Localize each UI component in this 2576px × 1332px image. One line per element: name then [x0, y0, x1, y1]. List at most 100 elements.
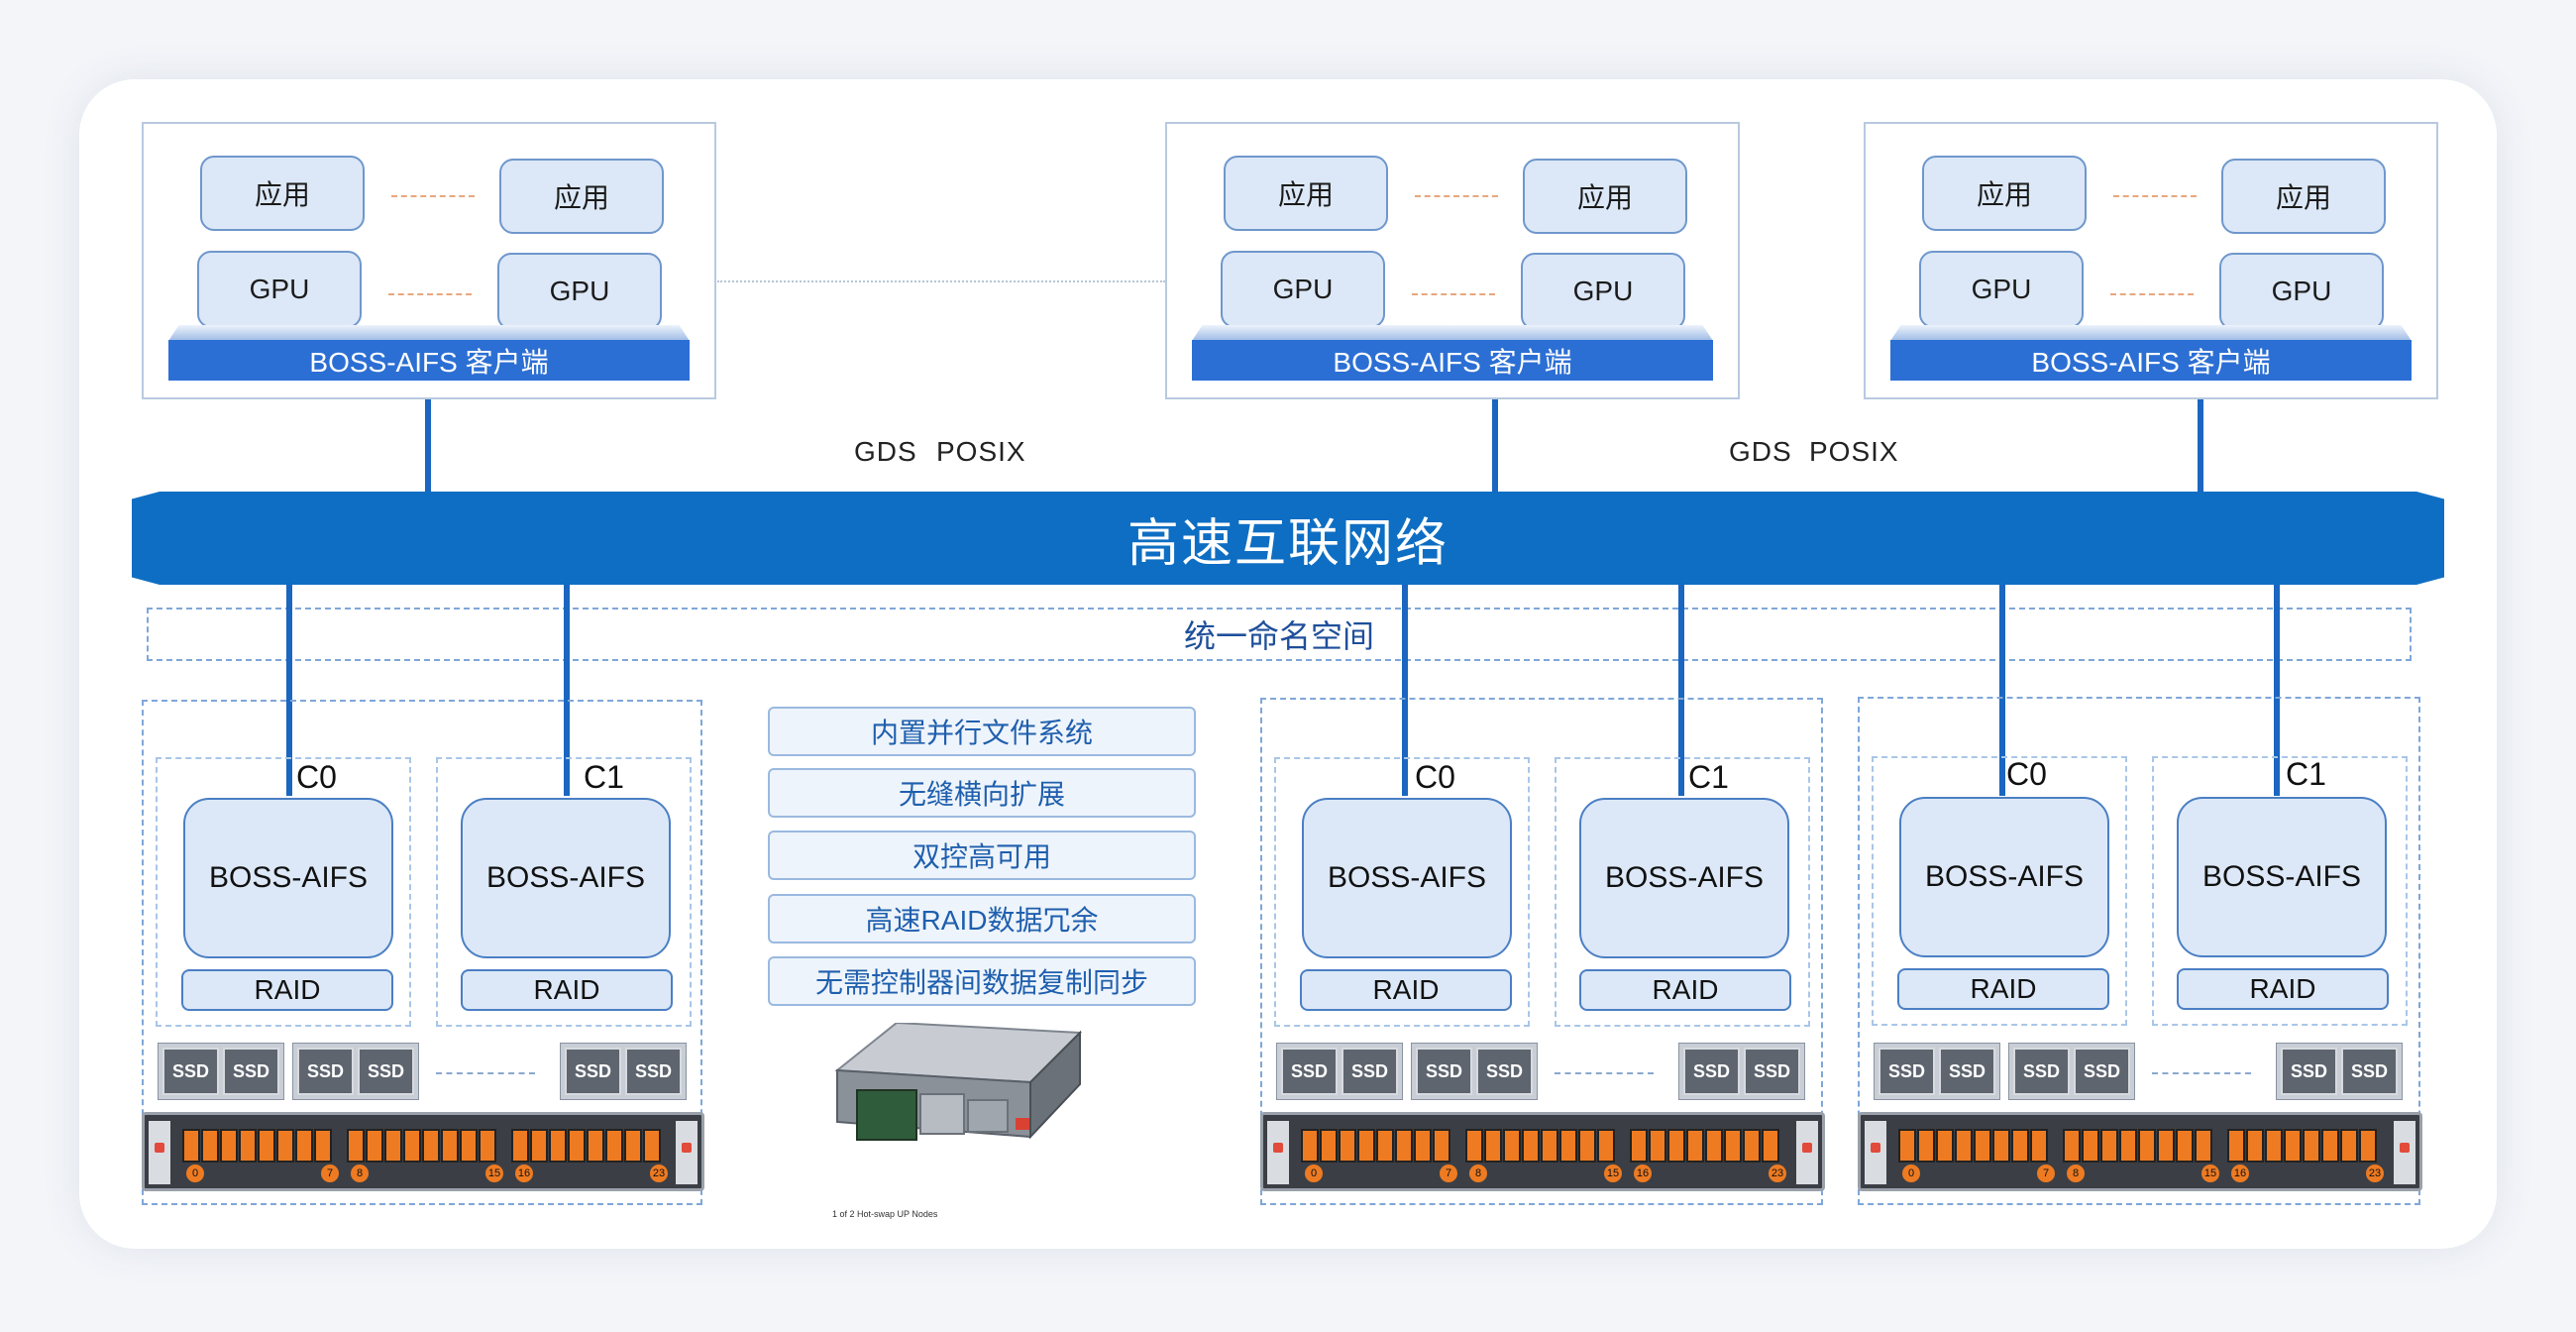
ssd-pair: SSD SSD — [158, 1043, 284, 1100]
drive-bay — [2246, 1129, 2264, 1163]
status-led — [2400, 1143, 2410, 1153]
controller-tag: C1 — [1688, 759, 1729, 795]
drive-bay — [1465, 1129, 1483, 1163]
bay-number: 16 — [1634, 1165, 1652, 1182]
ssd-pair: SSD SSD — [292, 1043, 419, 1100]
drive-bay — [1357, 1129, 1375, 1163]
storage-group-2: C0 C1 BOSS-AIFS BOSS-AIFS RAID RAID SSD … — [1260, 698, 1825, 1205]
ssd-icon: SSD — [2281, 1048, 2337, 1095]
drive-bay — [1578, 1129, 1596, 1163]
drive-bay — [530, 1129, 548, 1163]
chassis-ear — [149, 1121, 170, 1184]
ssd-icon: SSD — [1416, 1048, 1472, 1095]
power-indicator — [1016, 1118, 1029, 1130]
ssd-icon: SSD — [625, 1048, 682, 1095]
drive-bay — [549, 1129, 567, 1163]
drive-bay — [624, 1129, 642, 1163]
bay-number: 0 — [186, 1165, 204, 1182]
storage-link — [1678, 585, 1684, 796]
drive-bay — [1339, 1129, 1356, 1163]
ssd-pair: SSD SSD — [1276, 1043, 1403, 1100]
node-board — [856, 1089, 917, 1141]
status-led — [1802, 1143, 1812, 1153]
drive-bay — [2138, 1129, 2156, 1163]
gpu-link — [2110, 293, 2194, 295]
drive-bay — [1376, 1129, 1394, 1163]
drive-bay — [1705, 1129, 1723, 1163]
client-bar-bevel — [168, 325, 690, 341]
drive-bay — [2284, 1129, 2302, 1163]
drive-bay — [1541, 1129, 1558, 1163]
drive-bay — [2157, 1129, 2175, 1163]
drive-bay — [239, 1129, 257, 1163]
storage-chassis: 0 7 8 15 16 23 — [1858, 1112, 2422, 1191]
client-bar-bevel — [1890, 325, 2412, 341]
drive-bay — [1484, 1129, 1502, 1163]
chassis-ear — [676, 1121, 698, 1184]
bay-number: 7 — [1440, 1165, 1457, 1182]
boss-aifs-controller: BOSS-AIFS — [183, 798, 393, 958]
chassis-ear — [1865, 1121, 1886, 1184]
storage-link — [286, 585, 292, 796]
ssd-icon: SSD — [2074, 1048, 2130, 1095]
feature-item: 内置并行文件系统 — [768, 707, 1196, 756]
drive-bay — [2321, 1129, 2339, 1163]
bay-number: 15 — [2201, 1165, 2219, 1182]
bay-number: 7 — [321, 1165, 339, 1182]
drive-bay — [2265, 1129, 2283, 1163]
storage-link — [2274, 585, 2280, 796]
drive-bay — [1974, 1129, 1991, 1163]
drive-bay — [2030, 1129, 2048, 1163]
status-led — [682, 1143, 692, 1153]
ssd-icon: SSD — [1342, 1048, 1398, 1095]
ssd-pair: SSD SSD — [2008, 1043, 2135, 1100]
controller-panel-c0 — [1872, 756, 2127, 1026]
drive-bay — [2082, 1129, 2099, 1163]
drive-bay — [2359, 1129, 2377, 1163]
client-bar-bevel — [1192, 325, 1713, 341]
bay-number: 23 — [2366, 1165, 2384, 1182]
drive-bay — [182, 1129, 200, 1163]
drive-bay — [2176, 1129, 2194, 1163]
node-tray — [919, 1093, 965, 1135]
storage-group-3: C0 C1 BOSS-AIFS BOSS-AIFS RAID RAID SSD … — [1858, 697, 2422, 1205]
drive-bay — [1522, 1129, 1540, 1163]
ssd-icon: SSD — [1744, 1048, 1800, 1095]
drive-bay — [1395, 1129, 1413, 1163]
drive-bay — [2063, 1129, 2081, 1163]
drive-bay — [1301, 1129, 1319, 1163]
controller-tag: C1 — [2286, 756, 2326, 792]
drive-bay — [384, 1129, 402, 1163]
storage-link — [564, 585, 570, 796]
drive-bay — [587, 1129, 604, 1163]
drive-bay — [2100, 1129, 2118, 1163]
app-box: 应用 — [200, 156, 365, 231]
drive-bay — [605, 1129, 623, 1163]
chassis-ear — [1267, 1121, 1289, 1184]
client-uplink-2 — [1492, 399, 1498, 492]
feature-item: 双控高可用 — [768, 831, 1196, 880]
drive-bay — [276, 1129, 294, 1163]
node-tray — [967, 1099, 1009, 1133]
drive-bay — [460, 1129, 478, 1163]
drive-bay — [403, 1129, 421, 1163]
bay-number: 23 — [650, 1165, 668, 1182]
chassis-ear — [2394, 1121, 2415, 1184]
bay-number: 16 — [515, 1165, 533, 1182]
bay-number: 15 — [1604, 1165, 1622, 1182]
unified-namespace: 统一命名空间 — [147, 608, 2412, 661]
bay-number: 8 — [2067, 1165, 2085, 1182]
ssd-icon: SSD — [1939, 1048, 1995, 1095]
boss-aifs-controller: BOSS-AIFS — [2177, 797, 2387, 957]
ssd-pair: SSD SSD — [2276, 1043, 2403, 1100]
boss-aifs-controller: BOSS-AIFS — [1302, 798, 1512, 958]
drive-bay — [1936, 1129, 1954, 1163]
drive-bay — [511, 1129, 529, 1163]
drive-bay — [1597, 1129, 1615, 1163]
ssd-pair: SSD SSD — [1678, 1043, 1805, 1100]
client-uplink-3 — [2198, 399, 2203, 492]
controller-tag: C0 — [2006, 756, 2047, 792]
boss-aifs-controller: BOSS-AIFS — [1579, 798, 1789, 958]
controller-panel-c0 — [156, 757, 411, 1027]
